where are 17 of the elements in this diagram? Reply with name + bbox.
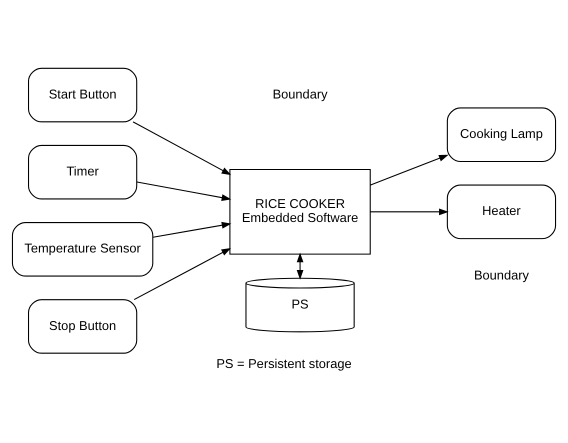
arrow	[152, 221, 232, 238]
arrow	[370, 154, 449, 186]
arrow	[296, 252, 304, 280]
node-box: Timer	[28, 144, 138, 199]
arrow	[132, 120, 232, 175]
node-box: RICE COOKER Embedded Software	[229, 168, 371, 254]
node-box: Temperature Sensor	[12, 222, 154, 276]
label: Boundary	[272, 86, 328, 101]
node-box: Cooking Lamp	[446, 106, 556, 162]
caption: PS = Persistent storage	[216, 355, 352, 370]
arrow	[370, 208, 449, 215]
label: Boundary	[474, 266, 529, 282]
node-box: Start Button	[28, 67, 138, 122]
node-box: Heater	[446, 184, 556, 239]
arrow	[134, 247, 232, 300]
node-box: Stop Button	[28, 298, 138, 354]
arrow	[136, 180, 232, 200]
